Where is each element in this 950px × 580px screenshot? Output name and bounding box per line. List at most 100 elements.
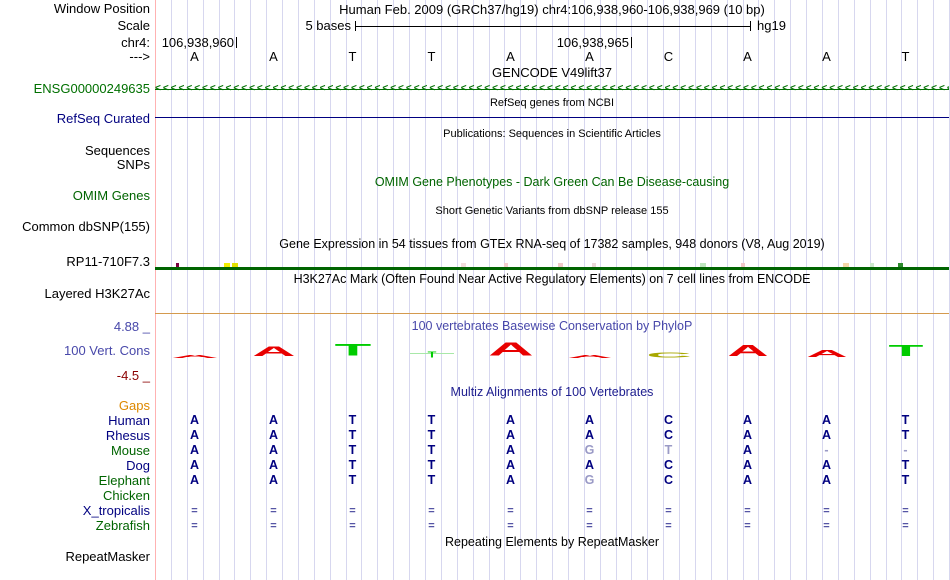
multiz-base: = bbox=[428, 505, 435, 517]
multiz-base: A bbox=[505, 458, 516, 472]
gtex-tick bbox=[558, 263, 563, 267]
vertical-guideline bbox=[313, 0, 315, 580]
refseq-gene-line[interactable] bbox=[155, 117, 949, 118]
gencode-gene-line[interactable] bbox=[155, 89, 949, 90]
multiz-species-label[interactable]: Dog bbox=[126, 458, 150, 473]
multiz-species-label[interactable]: Elephant bbox=[98, 473, 150, 488]
conservation-letter: A bbox=[170, 354, 219, 360]
multiz-base: A bbox=[505, 443, 516, 457]
multiz-base: T bbox=[901, 413, 910, 427]
repeatmasker-track-title[interactable]: Repeating Elements by RepeatMasker bbox=[444, 535, 659, 549]
vertical-guideline bbox=[520, 0, 522, 580]
vertical-guideline bbox=[726, 0, 728, 580]
conservation-faint-bar bbox=[409, 353, 454, 354]
scale-bar-left-tick bbox=[355, 21, 356, 31]
publications-sequences-label[interactable]: Sequences bbox=[84, 143, 150, 158]
publications-track-title[interactable]: Publications: Sequences in Scientific Ar… bbox=[443, 128, 661, 140]
vertical-guideline bbox=[361, 0, 363, 580]
multiz-base: G bbox=[584, 473, 595, 487]
vertical-guideline bbox=[266, 0, 268, 580]
gtex-tick bbox=[176, 263, 179, 267]
ruler-coord-first: 106,938,960 bbox=[161, 35, 234, 50]
conservation-letter: A bbox=[726, 342, 769, 360]
vertical-guideline bbox=[806, 0, 808, 580]
multiz-species-label[interactable]: Zebrafish bbox=[95, 518, 150, 533]
vertical-guideline bbox=[456, 0, 458, 580]
conservation-track-title[interactable]: 100 vertebrates Basewise Conservation by… bbox=[411, 319, 693, 333]
ruler-base: T bbox=[901, 49, 910, 64]
multiz-species-label[interactable]: Chicken bbox=[103, 488, 150, 503]
multiz-base: A bbox=[742, 443, 753, 457]
multiz-species-label[interactable]: X_tropicalis bbox=[82, 503, 150, 518]
multiz-base: A bbox=[584, 413, 595, 427]
conservation-letter: A bbox=[566, 354, 613, 360]
omim-track-title[interactable]: OMIM Gene Phenotypes - Dark Green Can Be… bbox=[374, 175, 730, 189]
multiz-species-label[interactable]: Rhesus bbox=[105, 428, 150, 443]
multiz-base: = bbox=[902, 505, 909, 517]
multiz-base: = bbox=[902, 520, 909, 532]
multiz-base: A bbox=[268, 413, 279, 427]
vertical-guideline bbox=[599, 0, 601, 580]
vertical-guideline bbox=[234, 0, 236, 580]
multiz-base: - bbox=[903, 443, 908, 457]
refseq-track-title[interactable]: RefSeq genes from NCBI bbox=[489, 97, 615, 109]
vertical-guideline bbox=[250, 0, 252, 580]
repeatmasker-label[interactable]: RepeatMasker bbox=[65, 549, 150, 564]
h3k27ac-signal-line[interactable] bbox=[155, 313, 949, 314]
multiz-base: = bbox=[665, 505, 672, 517]
multiz-base: A bbox=[821, 413, 832, 427]
h3k27ac-track-title[interactable]: H3K27Ac Mark (Often Found Near Active Re… bbox=[293, 272, 811, 286]
vertical-guideline bbox=[393, 0, 395, 580]
vertical-guideline bbox=[853, 0, 855, 580]
vertical-guideline bbox=[869, 0, 871, 580]
gtex-track-title[interactable]: Gene Expression in 54 tissues from GTEx … bbox=[279, 237, 825, 251]
vertical-guideline bbox=[536, 0, 538, 580]
gencode-track-title[interactable]: GENCODE V49lift37 bbox=[492, 65, 612, 80]
multiz-base: = bbox=[428, 520, 435, 532]
refseq-curated-label[interactable]: RefSeq Curated bbox=[56, 111, 150, 126]
gtex-tick bbox=[592, 263, 596, 267]
multiz-base: = bbox=[270, 505, 277, 517]
vertical-guideline bbox=[774, 0, 776, 580]
multiz-species-label[interactable]: Human bbox=[108, 413, 150, 428]
vertical-guideline bbox=[552, 0, 553, 580]
multiz-base: T bbox=[348, 413, 357, 427]
vertical-guideline bbox=[679, 0, 680, 580]
scale-bar-right-tick bbox=[750, 21, 751, 31]
multiz-base: = bbox=[586, 520, 593, 532]
gtex-gene-label[interactable]: RP11-710F7.3 bbox=[66, 254, 150, 269]
ruler-tick-first bbox=[236, 37, 237, 48]
vertical-guideline bbox=[472, 0, 474, 580]
multiz-base: A bbox=[742, 458, 753, 472]
vertical-guideline bbox=[710, 0, 712, 580]
omim-genes-label[interactable]: OMIM Genes bbox=[72, 188, 150, 203]
vertical-guideline bbox=[758, 0, 760, 580]
h3k27ac-label[interactable]: Layered H3K27Ac bbox=[44, 286, 150, 301]
gtex-gene-bar[interactable] bbox=[155, 267, 949, 270]
multiz-base: A bbox=[189, 458, 200, 472]
vertical-guideline bbox=[615, 0, 617, 580]
scale-bases-text: 5 bases bbox=[305, 18, 351, 33]
multiz-base: T bbox=[348, 473, 357, 487]
multiz-gaps-label[interactable]: Gaps bbox=[118, 398, 150, 413]
multiz-base: T bbox=[427, 458, 436, 472]
dbsnp-track-title[interactable]: Short Genetic Variants from dbSNP releas… bbox=[435, 205, 669, 217]
multiz-base: A bbox=[742, 428, 753, 442]
vertical-guideline bbox=[742, 0, 744, 580]
vertical-guideline bbox=[901, 0, 903, 580]
conservation-letter: C bbox=[645, 351, 692, 360]
multiz-base: A bbox=[189, 413, 200, 427]
multiz-base: A bbox=[268, 458, 279, 472]
multiz-track-title[interactable]: Multiz Alignments of 100 Vertebrates bbox=[450, 385, 654, 399]
dbsnp-label[interactable]: Common dbSNP(155) bbox=[22, 219, 150, 234]
gencode-gene-label[interactable]: ENSG00000249635 bbox=[33, 81, 150, 96]
multiz-base: T bbox=[348, 458, 357, 472]
multiz-species-label[interactable]: Mouse bbox=[110, 443, 150, 458]
multiz-base: A bbox=[268, 443, 279, 457]
multiz-base: A bbox=[742, 413, 753, 427]
publications-snps-label[interactable]: SNPs bbox=[116, 157, 150, 172]
conservation-label[interactable]: 100 Vert. Cons bbox=[64, 343, 150, 358]
multiz-base: A bbox=[584, 428, 595, 442]
multiz-base: T bbox=[901, 473, 910, 487]
